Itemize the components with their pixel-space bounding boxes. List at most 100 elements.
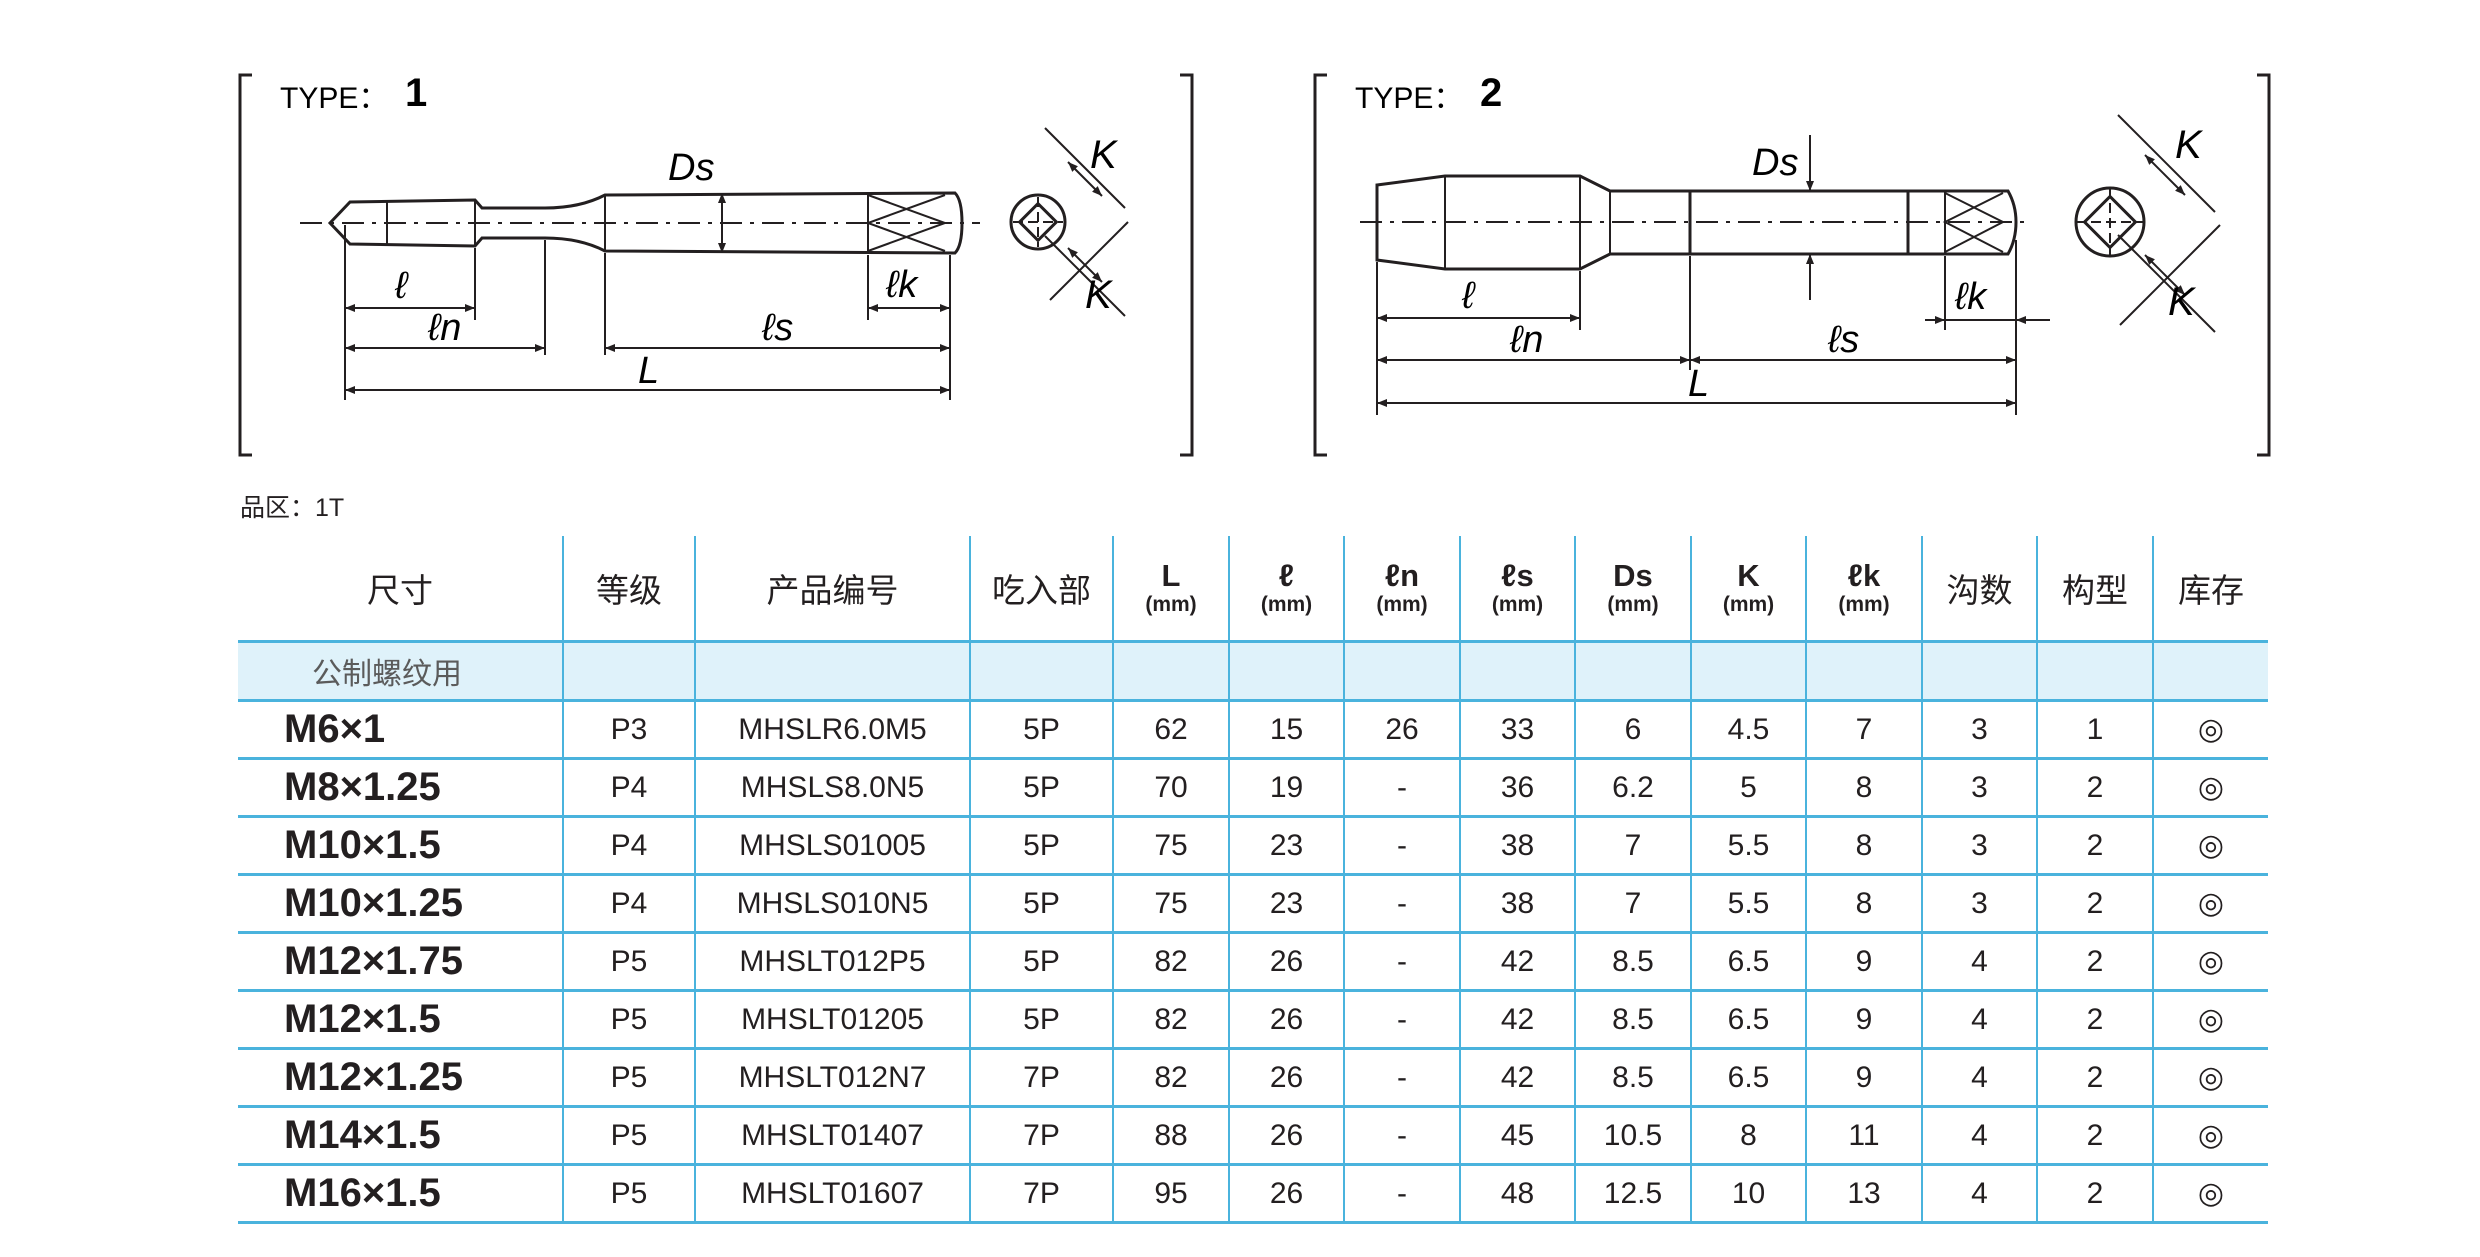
spec-table: 尺寸 等级 产品编号 吃入部 L(mm) ℓ(mm) ℓn(mm) ℓs(mm)… xyxy=(238,536,2268,1224)
dim-lk-type2: ℓk xyxy=(1954,276,1988,318)
dim-k-top-type1: K xyxy=(1090,133,1119,177)
cell-k: 6.5 xyxy=(1690,1048,1806,1108)
cell-L: 82 xyxy=(1112,1048,1229,1108)
cell-k: 5.5 xyxy=(1690,816,1806,876)
dim-ds-type2: Ds xyxy=(1752,142,1798,184)
cell-chamfer: 5P xyxy=(969,990,1113,1050)
cell-flutes: 3 xyxy=(1921,874,2037,934)
col-header-ds: Ds(mm) xyxy=(1574,536,1691,643)
cell-l: 23 xyxy=(1228,816,1344,876)
cell-ds: 8.5 xyxy=(1574,990,1691,1050)
cell-k: 4.5 xyxy=(1690,700,1806,760)
cell-product-code: MHSLT012N7 xyxy=(694,1048,970,1108)
cell-ln: - xyxy=(1343,758,1460,818)
category-row: 公制螺纹用 xyxy=(238,641,2268,702)
cell-product-code: MHSLS010N5 xyxy=(694,874,970,934)
cell-grade: P3 xyxy=(562,700,695,760)
cell-L: 95 xyxy=(1112,1164,1229,1224)
dim-l-type1: ℓ xyxy=(394,265,409,307)
cell-ls: 42 xyxy=(1459,990,1575,1050)
cell-ln: 26 xyxy=(1343,700,1460,760)
cell-ln: - xyxy=(1343,1106,1460,1166)
cell-k: 10 xyxy=(1690,1164,1806,1224)
cell-grade: P5 xyxy=(562,1048,695,1108)
cell-grade: P4 xyxy=(562,816,695,876)
cell-k: 6.5 xyxy=(1690,990,1806,1050)
cell-flutes: 3 xyxy=(1921,700,2037,760)
cell-ls: 38 xyxy=(1459,874,1575,934)
dim-ls-type1: ℓs xyxy=(761,307,793,349)
cell-ds: 7 xyxy=(1574,874,1691,934)
cell-type: 2 xyxy=(2036,990,2153,1050)
cell-grade: P5 xyxy=(562,932,695,992)
cell-product-code: MHSLT01205 xyxy=(694,990,970,1050)
cell-grade: P4 xyxy=(562,874,695,934)
bracket-left xyxy=(238,73,252,457)
bracket-right xyxy=(1180,73,1194,457)
cell-flutes: 4 xyxy=(1921,1048,2037,1108)
cell-type: 1 xyxy=(2036,700,2153,760)
cell-stock: ◎ xyxy=(2152,932,2268,992)
cell-size: M10×1.5 xyxy=(238,816,563,876)
type1-label: TYPE： xyxy=(280,82,388,115)
cell-ln: - xyxy=(1343,932,1460,992)
cell-flutes: 4 xyxy=(1921,932,2037,992)
dim-l-type2: ℓ xyxy=(1461,275,1476,317)
cell-stock: ◎ xyxy=(2152,874,2268,934)
dim-ln-type1: ℓn xyxy=(427,307,461,349)
col-header-chamfer: 吃入部 xyxy=(969,536,1113,643)
cell-grade: P4 xyxy=(562,758,695,818)
cell-chamfer: 7P xyxy=(969,1164,1113,1224)
cell-ls: 48 xyxy=(1459,1164,1575,1224)
cell-ln: - xyxy=(1343,816,1460,876)
cell-stock: ◎ xyxy=(2152,1164,2268,1224)
dim-L-type2: L xyxy=(1688,363,1709,405)
dim-k-bottom-type1: K xyxy=(1085,273,1114,317)
cell-lk: 9 xyxy=(1805,1048,1922,1108)
cell-chamfer: 5P xyxy=(969,700,1113,760)
col-header-size: 尺寸 xyxy=(238,536,563,643)
cell-type: 2 xyxy=(2036,816,2153,876)
dim-k-top-type2: K xyxy=(2175,123,2204,167)
cell-grade: P5 xyxy=(562,1164,695,1224)
cell-ls: 36 xyxy=(1459,758,1575,818)
col-header-L: L(mm) xyxy=(1112,536,1229,643)
cell-product-code: MHSLS8.0N5 xyxy=(694,758,970,818)
category-label: 公制螺纹用 xyxy=(238,641,563,702)
cell-size: M12×1.5 xyxy=(238,990,563,1050)
cell-lk: 9 xyxy=(1805,932,1922,992)
cell-chamfer: 5P xyxy=(969,758,1113,818)
cell-type: 2 xyxy=(2036,1106,2153,1166)
cell-flutes: 4 xyxy=(1921,1106,2037,1166)
cell-type: 2 xyxy=(2036,874,2153,934)
cell-chamfer: 5P xyxy=(969,874,1113,934)
dim-ls-type2: ℓs xyxy=(1827,319,1859,361)
bracket-left xyxy=(1313,73,1327,457)
cell-product-code: MHSLS01005 xyxy=(694,816,970,876)
cell-ds: 6 xyxy=(1574,700,1691,760)
cell-flutes: 3 xyxy=(1921,758,2037,818)
col-header-grade: 等级 xyxy=(562,536,695,643)
cell-l: 26 xyxy=(1228,1106,1344,1166)
cell-k: 5 xyxy=(1690,758,1806,818)
cell-ds: 7 xyxy=(1574,816,1691,876)
cell-flutes: 3 xyxy=(1921,816,2037,876)
dim-L-type1: L xyxy=(638,350,659,392)
cell-stock: ◎ xyxy=(2152,758,2268,818)
col-header-lk: ℓk(mm) xyxy=(1805,536,1922,643)
technical-drawings: TYPE： 1 Ds ℓ ℓn ℓs ℓk L xyxy=(238,71,2271,457)
cell-type: 2 xyxy=(2036,758,2153,818)
cell-product-code: MHSLR6.0M5 xyxy=(694,700,970,760)
col-header-k: K(mm) xyxy=(1690,536,1806,643)
cell-l: 23 xyxy=(1228,874,1344,934)
cell-grade: P5 xyxy=(562,1106,695,1166)
cell-chamfer: 5P xyxy=(969,816,1113,876)
type2-number: 2 xyxy=(1480,71,1502,115)
col-header-ln: ℓn(mm) xyxy=(1343,536,1460,643)
